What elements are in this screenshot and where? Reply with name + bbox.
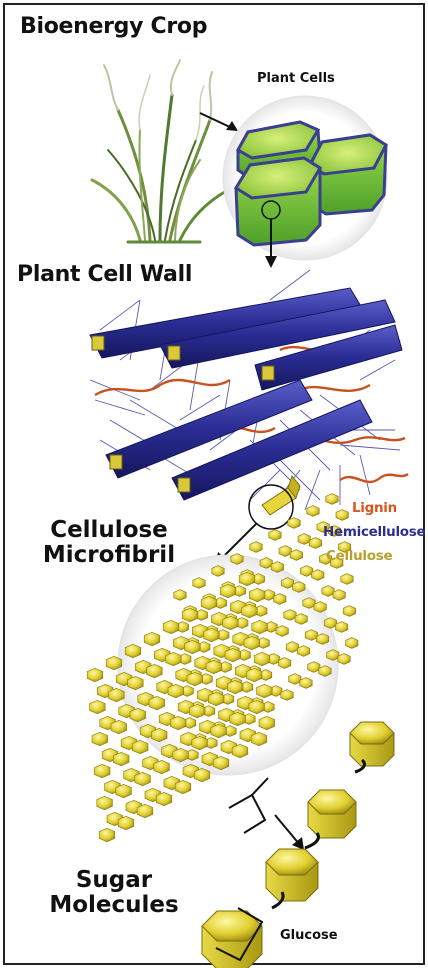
cellulose-microfibril-line1: Cellulose (34, 518, 184, 543)
glucose-label: Glucose (280, 928, 338, 943)
microfibril-unit (281, 690, 293, 701)
microfibril-unit (94, 764, 110, 778)
microfibril-unit (135, 772, 151, 786)
microfibril-unit (336, 510, 348, 521)
microfibril-unit (305, 630, 317, 641)
microfibril-unit (279, 546, 291, 557)
microfibril-unit (118, 816, 134, 830)
microfibril-unit (346, 638, 358, 649)
plant-cells-label: Plant Cells (257, 71, 335, 86)
microfibril-unit (281, 578, 293, 589)
sugar-molecules-label: Sugar Molecules (44, 868, 184, 918)
grass-illustration (92, 60, 228, 242)
microfibril-unit (174, 590, 186, 601)
microfibril-unit (341, 574, 353, 585)
sugar-molecules-line1: Sugar (44, 868, 184, 893)
microfibril-unit (312, 570, 324, 581)
microfibril-unit (97, 796, 113, 810)
microfibril-unit (109, 688, 125, 702)
microfibril-unit (137, 804, 153, 818)
microfibril-unit (298, 534, 310, 545)
legend-lignin: Lignin (352, 500, 397, 516)
microfibril-unit (290, 550, 302, 561)
microfibril-unit (175, 780, 191, 794)
microfibril-unit (316, 634, 328, 645)
microfibril-unit (132, 740, 148, 754)
microfibril-unit (288, 518, 300, 529)
microfibril-unit (326, 494, 338, 505)
microfibril-unit (293, 582, 305, 593)
microfibril-unit (90, 700, 106, 714)
microfibril-unit (194, 768, 210, 782)
microfibril-unit (289, 674, 301, 685)
microfibril-unit (271, 562, 283, 573)
bioenergy-crop-label: Bioenergy Crop (20, 14, 207, 39)
microfibril-unit (308, 662, 320, 673)
microfibril-unit (274, 594, 286, 605)
microfibril-unit (297, 646, 309, 657)
microfibril-unit (303, 598, 315, 609)
glucose-unit (266, 849, 318, 901)
microfibril-unit (156, 792, 172, 806)
microfibril-unit (300, 566, 312, 577)
microfibril-unit (269, 530, 281, 541)
legend-cellulose: Cellulose (326, 548, 392, 564)
microfibril-unit (111, 720, 127, 734)
microfibril-unit (278, 658, 290, 669)
microfibril-unit (295, 614, 307, 625)
microfibril-unit (276, 626, 288, 637)
microfibril-unit (343, 606, 355, 617)
cellulose-microfibril-line2: Microfibril (34, 543, 184, 568)
microfibril-unit (231, 554, 243, 565)
microfibril-unit (250, 542, 262, 553)
microfibril-unit (335, 622, 347, 633)
microfibril-unit (212, 566, 224, 577)
microfibril-unit (116, 784, 132, 798)
microfibril-unit (327, 650, 339, 661)
glucose-unit (308, 790, 356, 838)
microfibril-unit (113, 752, 129, 766)
microfibril-unit (338, 654, 350, 665)
microfibril-unit (324, 618, 336, 629)
microfibril-unit (154, 760, 170, 774)
microfibril-unit (322, 586, 334, 597)
microfibril-unit (307, 506, 319, 517)
cellulose-microfibril-label: Cellulose Microfibril (34, 518, 184, 568)
microfibril-unit (193, 578, 205, 589)
microfibril-unit (309, 538, 321, 549)
microfibril-unit (319, 666, 331, 677)
microfibril-unit (333, 590, 345, 601)
sugar-molecules-line2: Molecules (44, 893, 184, 918)
microfibril-unit (286, 642, 298, 653)
legend-hemicellulose: Hemicellulose (323, 524, 425, 540)
microfibril-unit (284, 610, 296, 621)
microfibril-unit (92, 732, 108, 746)
plant-cell-wall-label: Plant Cell Wall (17, 262, 192, 287)
microfibril-unit (99, 828, 115, 842)
cell-wall-illustration (90, 270, 408, 515)
glucose-unit (350, 722, 394, 766)
microfibril-unit (300, 678, 312, 689)
microfibril-unit (87, 668, 103, 682)
microfibril-unit (314, 602, 326, 613)
microfibril-unit (260, 558, 272, 569)
